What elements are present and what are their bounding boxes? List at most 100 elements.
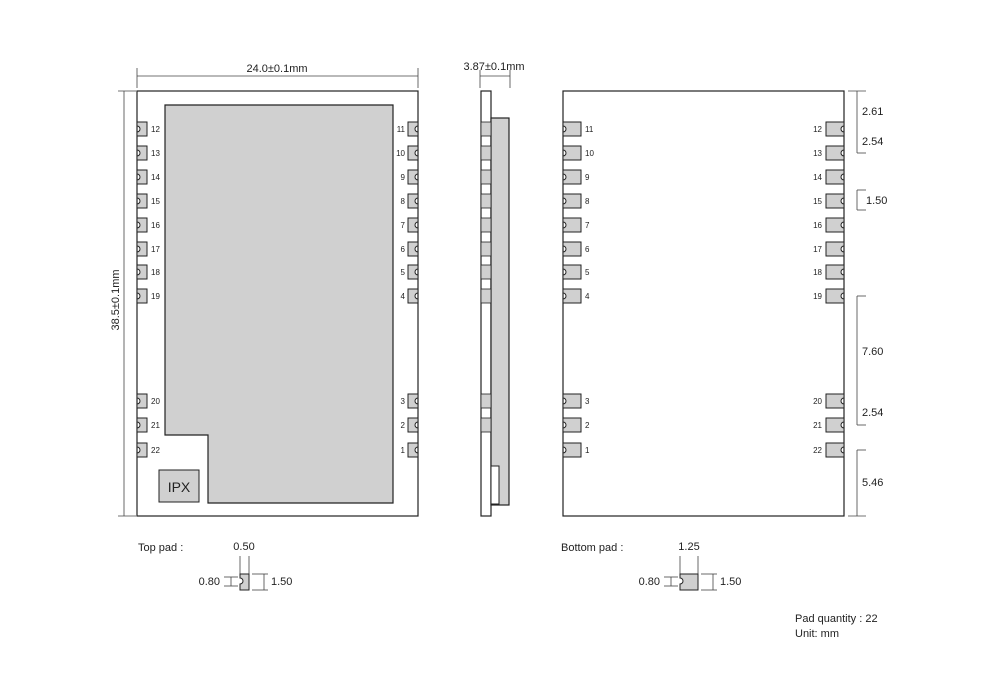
top-left-pad-22 bbox=[136, 442, 148, 458]
top-right-pin-label-2: 2 bbox=[401, 421, 406, 430]
bottom-left-pin-label-6: 6 bbox=[585, 245, 590, 254]
top-pad-detail: Top pad : 0.50 0.80 1.50 bbox=[138, 541, 292, 591]
top-left-pad-15 bbox=[136, 193, 148, 209]
bottom-right-pin-label-12: 12 bbox=[813, 125, 822, 134]
top-left-pin-label-19: 19 bbox=[151, 292, 160, 301]
top-left-pad-18 bbox=[136, 264, 148, 280]
top-right-pad-6 bbox=[407, 241, 419, 257]
rf-shield bbox=[164, 104, 394, 504]
dim-pad-width: 1.50 bbox=[866, 195, 887, 207]
top-right-pin-label-8: 8 bbox=[401, 197, 406, 206]
bottom-pad-width-label: 1.25 bbox=[678, 541, 699, 553]
top-right-pad-9 bbox=[407, 169, 419, 185]
bottom-right-pad-22 bbox=[825, 442, 845, 458]
ipx-connector bbox=[158, 469, 200, 503]
top-right-pin-label-6: 6 bbox=[401, 245, 406, 254]
side-pin-group bbox=[480, 121, 492, 433]
bottom-pad-detail: Bottom pad : 1.25 0.80 1.50 bbox=[561, 541, 741, 591]
bottom-left-pad-4 bbox=[562, 288, 582, 304]
width-dimension-label: 24.0±0.1mm bbox=[246, 63, 307, 75]
bottom-left-pin-label-2: 2 bbox=[585, 421, 590, 430]
top-pad-height-right-label: 1.50 bbox=[271, 576, 292, 588]
top-pad-shape bbox=[239, 573, 250, 591]
top-right-pad-3 bbox=[407, 393, 419, 409]
bottom-right-pin-label-17: 17 bbox=[813, 245, 822, 254]
bottom-left-pad-11 bbox=[562, 121, 582, 137]
bottom-right-pin-label-21: 21 bbox=[813, 421, 822, 430]
bottom-right-pin-label-20: 20 bbox=[813, 397, 822, 406]
side-pad-9 bbox=[480, 393, 492, 409]
side-pad-7 bbox=[480, 264, 492, 280]
bottom-right-pin-label-18: 18 bbox=[813, 268, 822, 277]
bottom-left-pad-5 bbox=[562, 264, 582, 280]
side-ipx bbox=[490, 465, 500, 505]
top-right-pad-7 bbox=[407, 217, 419, 233]
top-right-pad-1 bbox=[407, 442, 419, 458]
bottom-right-pad-17 bbox=[825, 241, 845, 257]
unit-note: Unit: mm bbox=[795, 628, 839, 640]
bottom-left-pin-label-7: 7 bbox=[585, 221, 590, 230]
bottom-left-pad-7 bbox=[562, 217, 582, 233]
bottom-left-pad-8 bbox=[562, 193, 582, 209]
top-left-pad-21 bbox=[136, 417, 148, 433]
top-left-pin-label-12: 12 bbox=[151, 125, 160, 134]
bottom-right-pad-14 bbox=[825, 169, 845, 185]
dim-bottom-edge: 5.46 bbox=[862, 477, 883, 489]
bottom-right-pad-13 bbox=[825, 145, 845, 161]
top-right-pad-8 bbox=[407, 193, 419, 209]
top-left-pad-19 bbox=[136, 288, 148, 304]
bottom-right-pin-label-13: 13 bbox=[813, 149, 822, 158]
top-view: 24.0±0.1mm 38.5±0.1mm IPX 12131415161718… bbox=[110, 63, 419, 517]
top-pad-width-label: 0.50 bbox=[233, 541, 254, 553]
thickness-dimension-label: 3.87±0.1mm bbox=[463, 61, 524, 73]
top-right-pin-label-3: 3 bbox=[401, 397, 406, 406]
top-right-pin-label-4: 4 bbox=[401, 292, 406, 301]
dim-pitch: 2.54 bbox=[862, 136, 883, 148]
bottom-pad-height-right-label: 1.50 bbox=[720, 576, 741, 588]
top-left-pad-13 bbox=[136, 145, 148, 161]
bottom-left-pad-10 bbox=[562, 145, 582, 161]
top-pad-height-left-label: 0.80 bbox=[199, 576, 220, 588]
side-pad-1 bbox=[480, 121, 492, 137]
top-left-pin-label-17: 17 bbox=[151, 245, 160, 254]
side-pad-10 bbox=[480, 417, 492, 433]
top-left-pin-label-22: 22 bbox=[151, 446, 160, 455]
bottom-right-pad-20 bbox=[825, 393, 845, 409]
top-left-pin-label-20: 20 bbox=[151, 397, 160, 406]
side-pad-8 bbox=[480, 288, 492, 304]
top-right-pin-label-10: 10 bbox=[396, 149, 405, 158]
side-pad-3 bbox=[480, 169, 492, 185]
bottom-board-outline bbox=[562, 90, 845, 517]
top-left-pad-16 bbox=[136, 217, 148, 233]
top-left-pin-label-14: 14 bbox=[151, 173, 160, 182]
dim-pitch-lower: 2.54 bbox=[862, 407, 883, 419]
bottom-right-pad-19 bbox=[825, 288, 845, 304]
side-pad-4 bbox=[480, 193, 492, 209]
side-view: 3.87±0.1mm bbox=[463, 61, 525, 517]
height-dimension-label: 38.5±0.1mm bbox=[110, 269, 122, 330]
top-right-pad-5 bbox=[407, 264, 419, 280]
bottom-right-pin-label-16: 16 bbox=[813, 221, 822, 230]
bottom-right-pin-label-15: 15 bbox=[813, 197, 822, 206]
bottom-left-pin-label-10: 10 bbox=[585, 149, 594, 158]
pad-quantity-note: Pad quantity : 22 bbox=[795, 613, 878, 625]
top-right-pin-label-7: 7 bbox=[401, 221, 406, 230]
top-right-pad-2 bbox=[407, 417, 419, 433]
top-right-pad-10 bbox=[407, 145, 419, 161]
side-pad-2 bbox=[480, 145, 492, 161]
top-right-pin-label-5: 5 bbox=[401, 268, 406, 277]
side-pad-5 bbox=[480, 217, 492, 233]
bottom-pad-label: Bottom pad : bbox=[561, 542, 623, 554]
dim-top-edge: 2.61 bbox=[862, 106, 883, 118]
bottom-right-pin-label-19: 19 bbox=[813, 292, 822, 301]
side-pad-6 bbox=[480, 241, 492, 257]
bottom-right-pin-label-14: 14 bbox=[813, 173, 822, 182]
top-left-pin-label-18: 18 bbox=[151, 268, 160, 277]
top-right-pin-label-11: 11 bbox=[397, 125, 406, 134]
top-left-pin-label-21: 21 bbox=[151, 421, 160, 430]
